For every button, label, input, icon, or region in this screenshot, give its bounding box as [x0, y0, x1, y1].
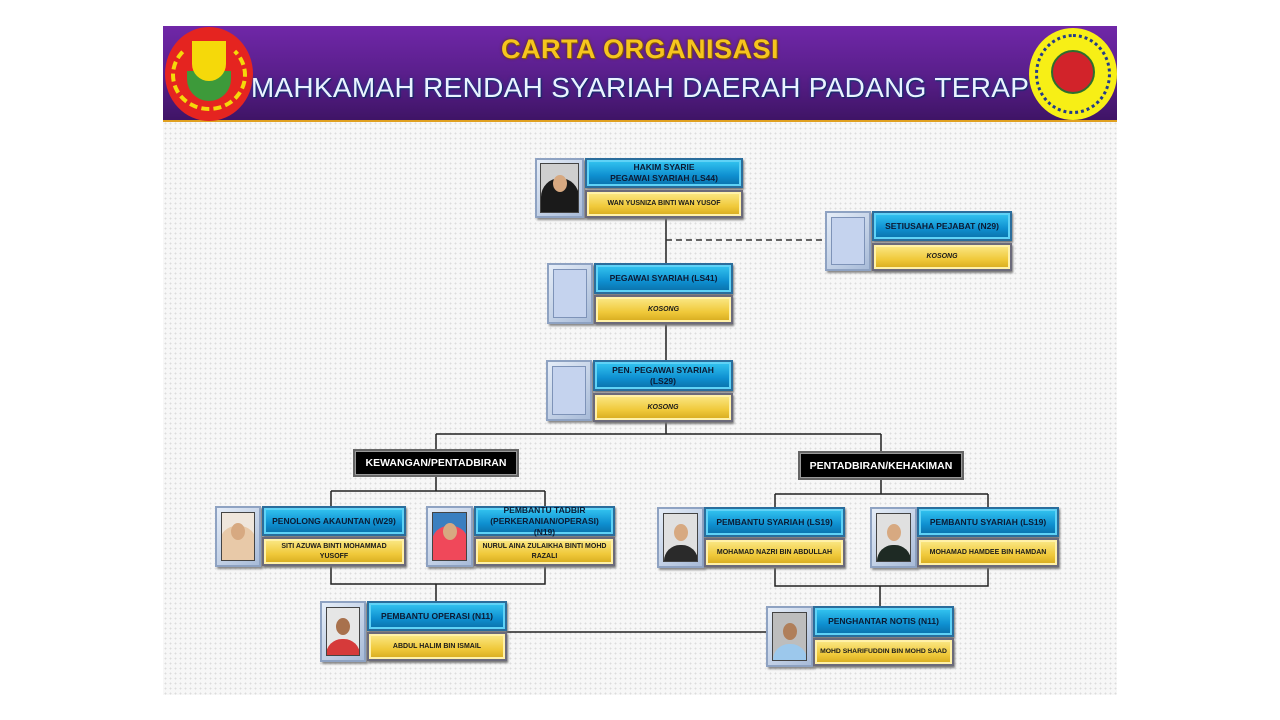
title-operasi: PEMBANTU OPERASI (N11) — [367, 601, 507, 631]
name-ls29: KOSONG — [593, 393, 733, 422]
photo-akauntan — [215, 506, 261, 567]
name-akauntan: SITI AZUWA BINTI MOHAMMAD YUSOFF — [262, 537, 406, 566]
name-operasi: ABDUL HALIM BIN ISMAIL — [367, 632, 507, 661]
dept-kewangan-pentadbiran: KEWANGAN/PENTADBIRAN — [353, 449, 519, 477]
title-syariah-2: PEMBANTU SYARIAH (LS19) — [917, 507, 1059, 537]
photo-hakim — [535, 158, 584, 218]
syariah-judiciary-logo — [1029, 28, 1117, 120]
title-line: PEGAWAI SYARIAH (LS44) — [610, 173, 718, 183]
name-tadbir: NURUL AINA ZULAIKHA BINTI MOHD RAZALI — [474, 537, 615, 566]
name-syariah-2: MOHAMAD HAMDEE BIN HAMDAN — [917, 538, 1059, 567]
chart-title: CARTA ORGANISASI — [501, 34, 779, 64]
photo-syariah-1 — [657, 507, 704, 568]
title-syariah-1: PEMBANTU SYARIAH (LS19) — [704, 507, 845, 537]
photo-syariah-2 — [870, 507, 917, 568]
title-tadbir: PEMBANTU TADBIR (PERKERANIAN/OPERASI) (N… — [474, 505, 615, 537]
photo-notis — [766, 606, 813, 667]
photo-placeholder-ls29 — [546, 360, 592, 421]
dept-pentadbiran-kehakiman: PENTADBIRAN/KEHAKIMAN — [798, 451, 964, 480]
name-setiusaha: KOSONG — [872, 243, 1012, 271]
title-ls41: PEGAWAI SYARIAH (LS41) — [594, 263, 733, 294]
title-line: HAKIM SYARIE — [633, 162, 695, 172]
photo-operasi — [320, 601, 366, 662]
title-setiusaha: SETIUSAHA PEJABAT (N29) — [872, 211, 1012, 241]
photo-placeholder-ls41 — [547, 263, 593, 324]
title-akauntan: PENOLONG AKAUNTAN (W29) — [262, 506, 406, 536]
title-notis: PENGHANTAR NOTIS (N11) — [813, 606, 954, 637]
kedah-state-crest-logo — [165, 27, 253, 121]
court-name: MAHKAMAH RENDAH SYARIAH DAERAH PADANG TE… — [250, 72, 1030, 103]
name-hakim: WAN YUSNIZA BINTI WAN YUSOF — [585, 190, 743, 218]
name-notis: MOHD SHARIFUDDIN BIN MOHD SAAD — [813, 638, 954, 666]
name-ls41: KOSONG — [594, 295, 733, 324]
name-syariah-1: MOHAMAD NAZRI BIN ABDULLAH — [704, 538, 845, 567]
photo-tadbir — [426, 506, 473, 567]
title-ls29: PEN. PEGAWAI SYARIAH (LS29) — [593, 360, 733, 391]
photo-placeholder-setiusaha — [825, 211, 871, 271]
header-banner: CARTA ORGANISASI MAHKAMAH RENDAH SYARIAH… — [163, 26, 1117, 122]
